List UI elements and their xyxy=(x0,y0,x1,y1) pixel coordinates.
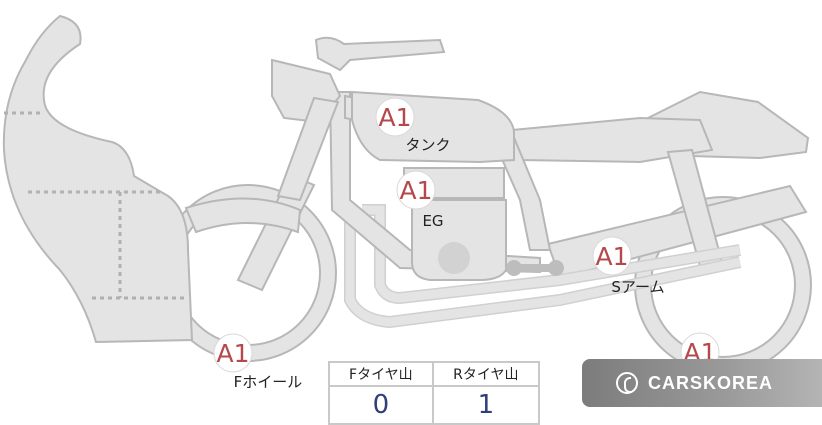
marker-engine[interactable]: A1 EG xyxy=(396,170,444,230)
brand-name: CARSKOREA xyxy=(648,372,774,393)
engine-block[interactable] xyxy=(411,199,507,281)
marker-swingarm[interactable]: A1 Sアーム xyxy=(592,236,665,296)
front-tread-header: Fタイヤ山 xyxy=(328,361,434,387)
front-tread-value: 0 xyxy=(328,385,434,425)
marker-badge-front-wheel xyxy=(213,333,253,373)
frame-down-tube[interactable] xyxy=(328,91,541,274)
engine-cover xyxy=(438,242,470,274)
marker-tank[interactable]: A1 タンク xyxy=(375,97,451,154)
marker-label-engine: EG xyxy=(422,212,443,230)
marker-label-tank: タンク xyxy=(405,136,450,154)
marker-code-tank: A1 xyxy=(378,103,411,132)
marker-badge-swingarm xyxy=(592,236,632,276)
brand-watermark: CARSKOREA xyxy=(582,359,822,407)
marker-code-front-wheel: A1 xyxy=(216,339,249,368)
fairing[interactable] xyxy=(2,14,194,344)
front-fender[interactable] xyxy=(184,197,302,234)
rear-tread-value: 1 xyxy=(431,385,541,425)
marker-badge-tank xyxy=(375,97,415,137)
flame-c-logo-icon xyxy=(616,372,638,394)
marker-code-swingarm: A1 xyxy=(595,242,628,271)
marker-label-swingarm: Sアーム xyxy=(611,278,664,296)
marker-label-front-wheel: Fホイール xyxy=(234,373,303,391)
handlebar[interactable] xyxy=(314,36,446,72)
rear-tread-header: Rタイヤ山 xyxy=(431,361,541,387)
marker-badge-engine xyxy=(396,170,436,210)
fairing-panel-lines xyxy=(4,111,188,300)
marker-code-engine: A1 xyxy=(399,176,432,205)
tire-tread-table: Fタイヤ山 Rタイヤ山 0 1 xyxy=(328,361,541,425)
marker-front-wheel[interactable]: A1 Fホイール xyxy=(213,333,303,391)
fork-tube[interactable] xyxy=(276,96,340,202)
swingarm-pivot xyxy=(506,260,564,276)
